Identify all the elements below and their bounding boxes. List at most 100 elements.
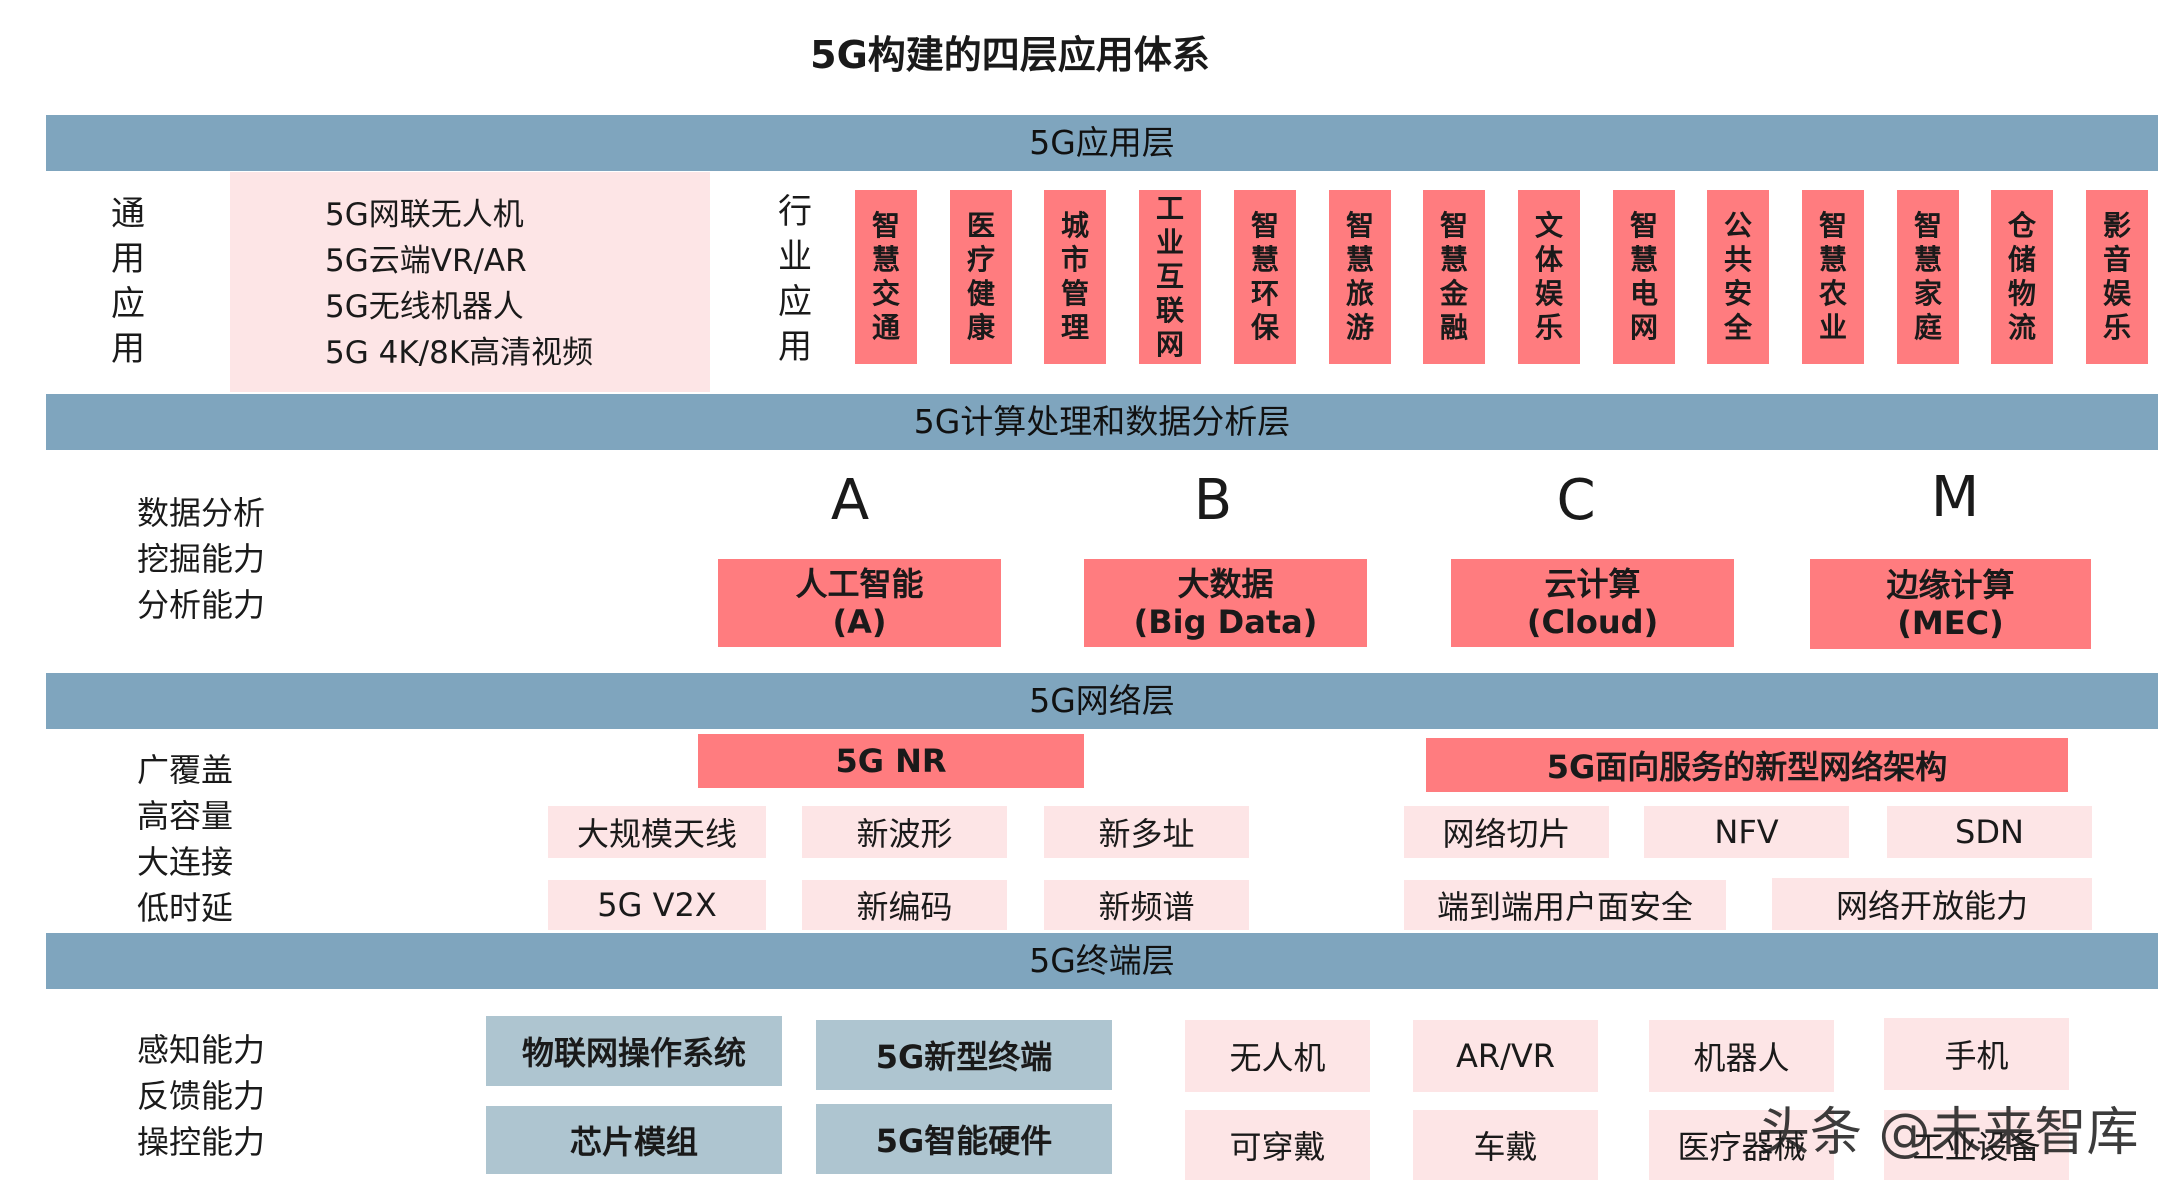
letter-b: B — [1193, 468, 1233, 533]
industry-label: 公共安全 — [1723, 209, 1752, 344]
wearable-box: 可穿戴 — [1185, 1110, 1370, 1180]
industry-label: 影音娱乐 — [2102, 209, 2131, 344]
label-char: 通 — [111, 194, 145, 234]
massive-mimo-box: 大规模天线 — [548, 806, 766, 858]
letter-c: C — [1556, 468, 1596, 533]
list-item: 5G云端VR/AR — [325, 243, 527, 279]
capability-label: 挖掘能力 — [137, 540, 266, 578]
ai-box: 人工智能 (A) — [718, 559, 1001, 647]
bigdata-box: 大数据 (Big Data) — [1084, 559, 1367, 647]
capability-label: 分析能力 — [137, 586, 266, 624]
capability-label: 感知能力 — [137, 1031, 266, 1069]
industry-label: 智慧家庭 — [1913, 209, 1942, 344]
terminal-layer-band: 5G终端层 — [46, 933, 2158, 989]
arvr-box: AR/VR — [1413, 1020, 1598, 1092]
compute-capabilities: 数据分析 挖掘能力 分析能力 — [137, 490, 265, 628]
industry-box: 城市管理 — [1044, 190, 1106, 364]
industry-box: 文体娱乐 — [1518, 190, 1580, 364]
capability-label: 反馈能力 — [137, 1077, 266, 1115]
network-exposure-box: 网络开放能力 — [1772, 878, 2092, 930]
letter-m: M — [1930, 465, 1980, 530]
box-title: 边缘计算 — [1886, 566, 2015, 604]
industry-box: 智慧家庭 — [1897, 190, 1959, 364]
letter-a: A — [830, 468, 870, 533]
industry-label: 工业互联网 — [1155, 192, 1184, 361]
label-char: 应 — [778, 282, 812, 322]
industry-box: 医疗健康 — [950, 190, 1012, 364]
industry-box: 智慧交通 — [855, 190, 917, 364]
industry-app-label: 行 业 应 用 — [775, 190, 815, 370]
label-char: 用 — [111, 239, 145, 279]
e2e-security-box: 端到端用户面安全 — [1404, 880, 1726, 930]
medical-device-box: 医疗器械 — [1649, 1110, 1834, 1180]
industry-label: 智慧交通 — [871, 209, 900, 344]
industry-label: 智慧电网 — [1629, 209, 1658, 344]
network-layer-band: 5G网络层 — [46, 673, 2158, 729]
industry-box: 公共安全 — [1707, 190, 1769, 364]
compute-layer-band: 5G计算处理和数据分析层 — [46, 394, 2158, 450]
label-char: 行 — [778, 192, 812, 232]
robot-box: 机器人 — [1649, 1020, 1834, 1092]
sba-box: 5G面向服务的新型网络架构 — [1426, 738, 2068, 792]
box-title: 人工智能 — [795, 565, 924, 603]
box-title: 云计算 — [1544, 565, 1641, 603]
industry-box: 智慧电网 — [1613, 190, 1675, 364]
capability-label: 广覆盖 — [137, 751, 234, 789]
nr-box: 5G NR — [698, 734, 1084, 788]
phone-box: 手机 — [1884, 1018, 2069, 1090]
mec-box: 边缘计算 (MEC) — [1810, 559, 2091, 649]
label-char: 用 — [778, 327, 812, 367]
capability-label: 大连接 — [137, 843, 234, 881]
industry-label: 智慧金融 — [1439, 209, 1468, 344]
industry-label: 仓储物流 — [2007, 209, 2036, 344]
industry-box: 智慧环保 — [1234, 190, 1296, 364]
industry-box: 影音娱乐 — [2086, 190, 2148, 364]
watermark: 头条 @未来智库 — [1758, 1103, 2139, 1163]
sdn-box: SDN — [1887, 806, 2092, 858]
industry-box: 智慧旅游 — [1329, 190, 1391, 364]
industry-label: 智慧环保 — [1250, 209, 1279, 344]
industrial-device-box: 工业设备 — [1884, 1110, 2069, 1180]
terminal-capabilities: 感知能力 反馈能力 操控能力 — [137, 1027, 265, 1165]
new-terminal-box: 5G新型终端 — [816, 1020, 1112, 1090]
smart-hardware-box: 5G智能硬件 — [816, 1104, 1112, 1174]
page-title: 5G构建的四层应用体系 — [810, 33, 1210, 77]
industry-label: 城市管理 — [1060, 209, 1089, 344]
new-waveform-box: 新波形 — [802, 806, 1007, 858]
label-char: 用 — [111, 329, 145, 369]
box-subtitle: (Big Data) — [1133, 603, 1318, 641]
new-multiple-access-box: 新多址 — [1044, 806, 1249, 858]
list-item: 5G无线机器人 — [325, 289, 524, 325]
label-char: 业 — [778, 237, 812, 277]
nfv-box: NFV — [1644, 806, 1849, 858]
box-subtitle: (A) — [832, 603, 887, 641]
capability-label: 操控能力 — [137, 1123, 266, 1161]
industry-box: 工业互联网 — [1139, 190, 1201, 364]
vehicle-box: 车戴 — [1413, 1110, 1598, 1180]
network-slicing-box: 网络切片 — [1404, 806, 1609, 858]
chip-module-box: 芯片模组 — [486, 1106, 782, 1174]
capability-label: 数据分析 — [137, 494, 266, 532]
iot-os-box: 物联网操作系统 — [486, 1016, 782, 1086]
industry-label: 医疗健康 — [966, 209, 995, 344]
industry-box: 仓储物流 — [1991, 190, 2053, 364]
label-char: 应 — [111, 284, 145, 324]
app-layer-band: 5G应用层 — [46, 115, 2158, 171]
industry-box: 智慧金融 — [1423, 190, 1485, 364]
network-capabilities: 广覆盖 高容量 大连接 低时延 — [137, 747, 233, 931]
capability-label: 低时延 — [137, 889, 234, 927]
cloud-box: 云计算 (Cloud) — [1451, 559, 1734, 647]
v2x-box: 5G V2X — [548, 880, 766, 930]
general-app-list: 5G网联无人机 5G云端VR/AR 5G无线机器人 5G 4K/8K高清视频 — [325, 192, 593, 376]
industry-label: 智慧旅游 — [1345, 209, 1374, 344]
box-subtitle: (Cloud) — [1526, 603, 1659, 641]
general-app-label: 通 用 应 用 — [108, 192, 148, 372]
new-coding-box: 新编码 — [802, 880, 1007, 930]
box-subtitle: (MEC) — [1897, 604, 2004, 642]
industry-label: 智慧农业 — [1818, 209, 1847, 344]
box-title: 大数据 — [1177, 565, 1274, 603]
list-item: 5G 4K/8K高清视频 — [325, 335, 594, 371]
list-item: 5G网联无人机 — [325, 197, 524, 233]
general-app-box — [230, 172, 710, 392]
new-spectrum-box: 新频谱 — [1044, 880, 1249, 930]
